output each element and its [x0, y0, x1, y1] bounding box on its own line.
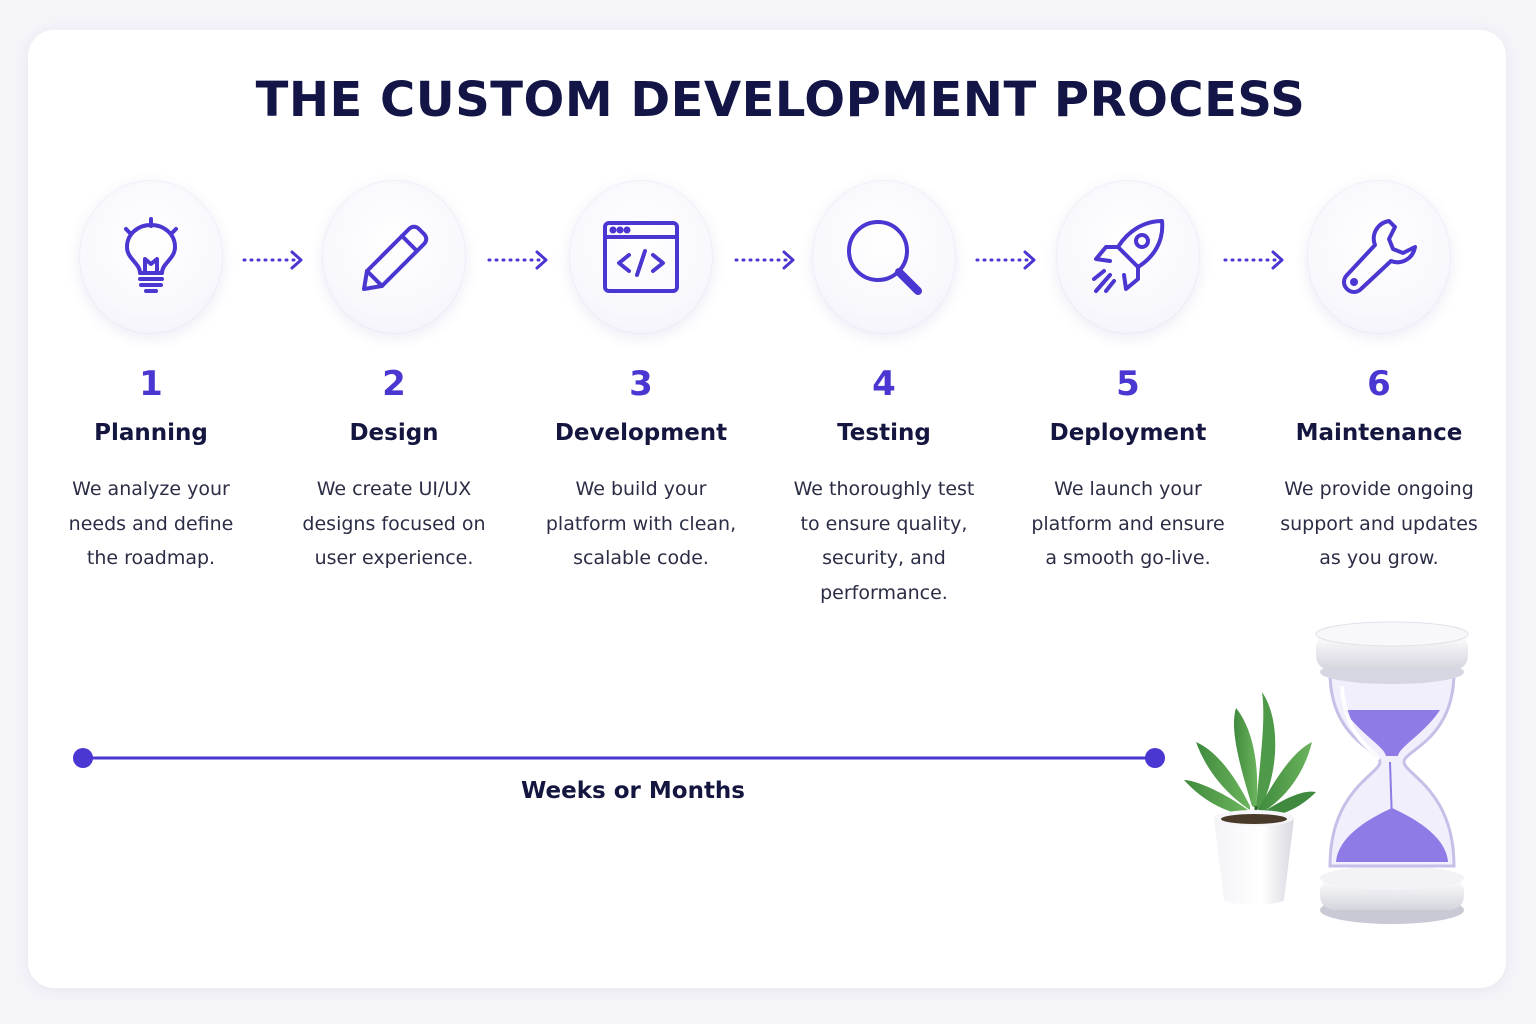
step-icon-circle [79, 180, 223, 334]
wrench-icon [1342, 219, 1417, 294]
dotted-arrow-icon [734, 250, 795, 270]
step-icon-circle [812, 180, 956, 334]
timeline-line [73, 748, 1165, 768]
plant-icon [1184, 692, 1316, 905]
magnifier-icon [847, 220, 922, 295]
step-name: Development [554, 420, 728, 446]
dotted-arrow-icon [487, 250, 548, 270]
step-icon-circle [1056, 180, 1200, 334]
timeline-end-dot [1145, 748, 1165, 768]
timeline-label: Weeks or Months [520, 778, 745, 804]
step-name: Planning [94, 420, 208, 446]
timeline-start-dot [73, 748, 93, 768]
dotted-arrow-icon [975, 250, 1036, 270]
lightbulb-icon [124, 217, 178, 293]
step-name: Deployment [1049, 420, 1207, 446]
step-name: Testing [837, 420, 931, 446]
hourglass-icon [1315, 621, 1469, 924]
step-name: Design [349, 420, 439, 446]
step-number: 2 [382, 364, 406, 404]
step-number: 1 [139, 364, 163, 404]
step-number: 3 [629, 364, 653, 404]
step-icon-circle [1307, 180, 1451, 334]
step-number: 5 [1116, 364, 1140, 404]
step-icon-circle [322, 180, 466, 334]
step-number: 4 [872, 364, 896, 404]
page-title: THE CUSTOM DEVELOPMENT PROCESS [255, 72, 1306, 128]
rocket-icon [1092, 219, 1165, 293]
step-name: Maintenance [1295, 420, 1463, 446]
dotted-arrow-icon [1223, 250, 1284, 270]
pencil-icon [362, 224, 429, 291]
step-icon-circle [569, 180, 713, 334]
dotted-arrow-icon [242, 250, 303, 270]
step-number: 6 [1367, 364, 1391, 404]
code-window-icon [603, 221, 679, 293]
decoration [1184, 621, 1469, 924]
